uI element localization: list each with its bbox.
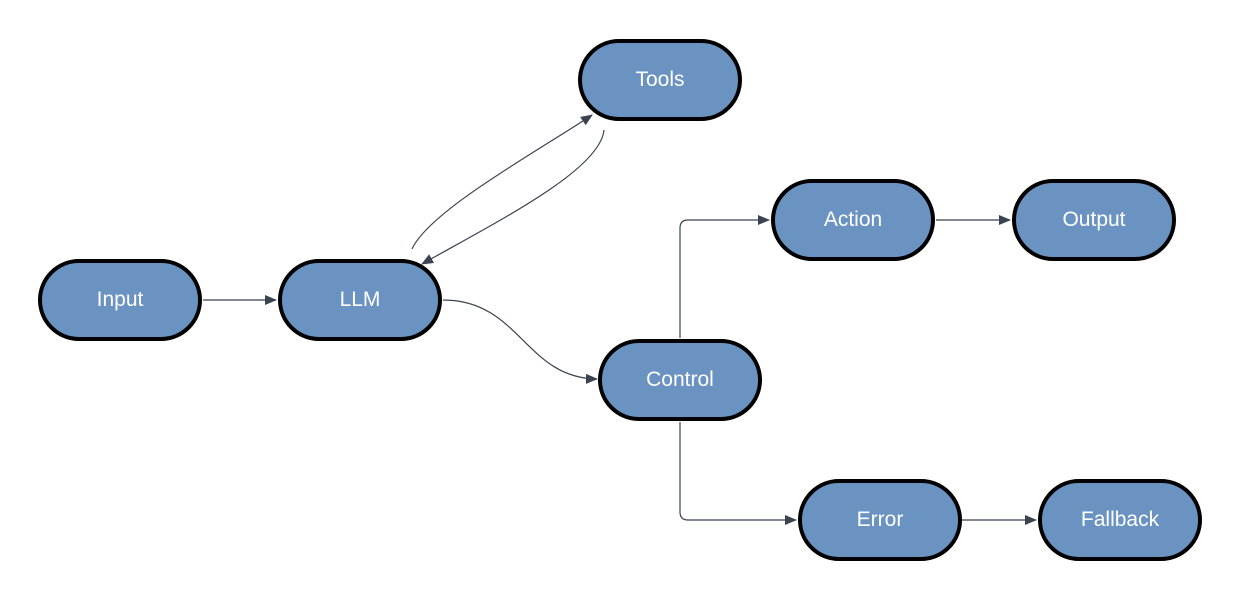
node-output[interactable]: Output [1012, 179, 1176, 261]
edge-tools-llm [421, 129, 605, 265]
node-error-label: Error [856, 508, 904, 531]
node-llm[interactable]: LLM [278, 259, 442, 341]
edge-llm-tools [411, 114, 593, 250]
node-tools[interactable]: Tools [578, 39, 742, 121]
node-input[interactable]: Input [38, 259, 202, 341]
edge-llm-control [442, 299, 598, 384]
edge-control-error [679, 422, 797, 525]
node-error[interactable]: Error [798, 479, 962, 561]
node-control-label: Control [646, 368, 714, 391]
node-output-label: Output [1062, 208, 1126, 231]
node-llm-label: LLM [339, 288, 381, 311]
node-input-label: Input [96, 288, 144, 311]
node-fallback-label: Fallback [1080, 508, 1160, 531]
node-fallback[interactable]: Fallback [1038, 479, 1202, 561]
edge-control-action [679, 215, 770, 338]
node-action-label: Action [823, 208, 883, 231]
node-control[interactable]: Control [598, 339, 762, 421]
node-action[interactable]: Action [771, 179, 935, 261]
node-tools-label: Tools [635, 68, 685, 91]
